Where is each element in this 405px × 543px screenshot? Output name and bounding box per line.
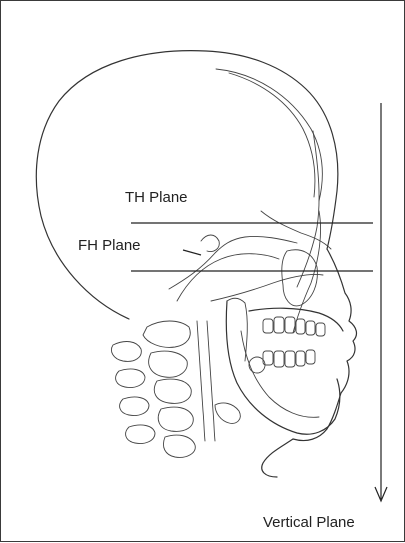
mandible-inner [241, 331, 319, 417]
spinal-line-2 [207, 321, 215, 441]
face-profile [293, 249, 356, 441]
vessel-line-4 [211, 274, 323, 301]
vertical-plane-label: Vertical Plane [263, 514, 355, 531]
lower-teeth [263, 350, 315, 367]
hyoid [215, 403, 240, 423]
ramus [227, 298, 247, 361]
neck-outline [262, 439, 293, 477]
upper-teeth [263, 317, 325, 336]
cranial-suture [229, 73, 315, 197]
vessel-line-5 [177, 254, 279, 301]
fh-pointer-line [183, 250, 201, 255]
spinal-line [197, 321, 205, 441]
orbit [282, 250, 318, 306]
mandible [226, 301, 339, 434]
fh-plane-label: FH Plane [78, 237, 141, 254]
skull-outline [36, 51, 338, 319]
cervical-vertebrae [111, 321, 195, 457]
tooth-bud [249, 357, 265, 373]
sella-turcica [201, 235, 219, 252]
th-plane-label: TH Plane [125, 189, 188, 206]
